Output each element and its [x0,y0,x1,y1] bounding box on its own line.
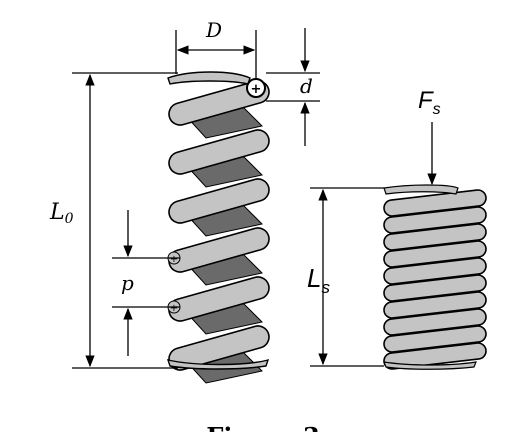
compressed-spring-coils [383,189,487,370]
label-Fs: Fs [418,87,441,118]
compressed-bottom-end [383,361,477,370]
figure-caption: Figure 3 [206,422,319,432]
compressed-coil [383,189,487,217]
spring-front-coils [168,80,270,371]
label-p: p [121,271,134,295]
compressed-coil [383,206,487,234]
labels: D d L0 p Fs Ls [49,18,441,297]
spring-top-end [167,71,251,85]
compressed-coil [383,308,487,336]
free-spring: + + + [166,71,270,384]
compressed-coil [383,223,487,251]
spring-coil [168,227,270,273]
spring-bottom-end [166,358,270,370]
compressed-coil [383,274,487,302]
compressed-coil [383,325,487,353]
dimension-lines [72,28,437,369]
svg-text:+: + [170,254,178,265]
label-Ls: Ls [307,263,330,297]
svg-text:+: + [170,303,178,314]
label-d: d [300,74,313,98]
label-D: D [205,18,222,42]
compressed-coil [383,257,487,285]
compressed-coil [383,240,487,268]
wire-section-top [246,78,266,98]
svg-text:+: + [251,82,262,97]
compressed-coil [383,291,487,319]
compressed-spring [383,184,487,370]
label-L0: L0 [49,200,74,227]
compressed-top-end [383,184,459,195]
spring-coil [168,178,270,224]
spring-coil [168,80,270,126]
spring-coil [168,276,270,322]
spring-coil [168,129,270,175]
